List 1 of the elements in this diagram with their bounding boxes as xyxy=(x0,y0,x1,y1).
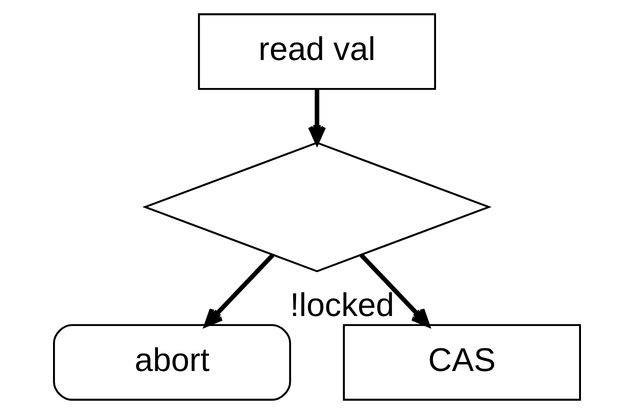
edge-label: !locked xyxy=(290,286,394,324)
